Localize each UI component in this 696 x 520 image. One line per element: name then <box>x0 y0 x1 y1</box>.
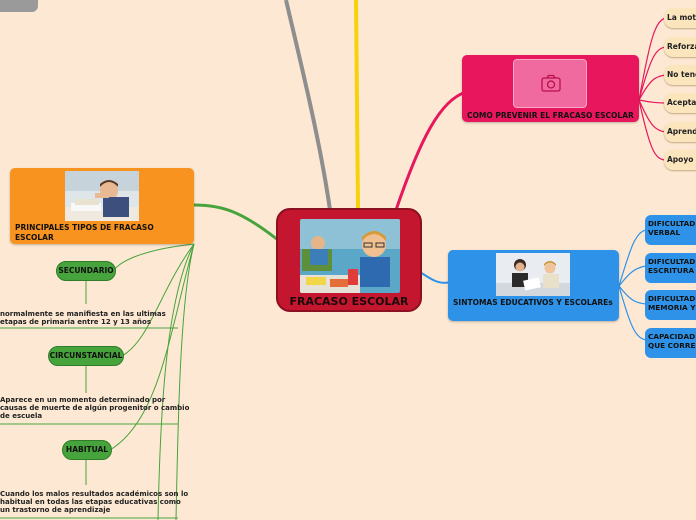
prevent-label: COMO PREVENIR EL FRACASO ESCOLAR <box>467 111 634 120</box>
tipos-label: PRINCIPALES TIPOS DE FRACASO ESCOLAR <box>15 223 154 242</box>
sintoma-line: MEMORIA Y <box>648 303 696 312</box>
desc-line: Aparece en un momento determinado por <box>0 396 166 404</box>
desc-line: Cuando los malos resultados académicos s… <box>0 490 189 498</box>
desc-line: un trastorno de aprendizaje <box>0 506 111 514</box>
child-reading-photo <box>300 219 400 293</box>
sub-underlines <box>0 280 178 519</box>
image-placeholder <box>513 59 587 108</box>
sintoma-line: CAPACIDAD <box>648 332 696 341</box>
habitual-desc: Cuando los malos resultados académicos s… <box>0 490 188 514</box>
prevent-item-connectors <box>638 17 667 161</box>
sintoma-line: QUE CORRES <box>648 341 696 350</box>
sintoma-item-1[interactable]: DIFICULTAD VERBAL <box>645 215 696 245</box>
gray-connector <box>284 0 332 211</box>
prevent-item-6[interactable]: Apoyo E <box>664 150 696 170</box>
tired-student-photo <box>65 171 139 221</box>
sintomas-item-connectors <box>618 229 647 341</box>
teacher-student-photo <box>496 253 570 296</box>
blue-connector <box>419 271 451 284</box>
desc-line: etapas de primaria entre 12 y 13 años <box>0 318 151 326</box>
central-title: FRACASO ESCOLAR <box>289 295 409 308</box>
sintoma-item-4[interactable]: CAPACIDAD QUE CORRES <box>645 328 696 358</box>
tipos-sub-connectors <box>109 243 195 520</box>
sub-habitual[interactable]: HABITUAL <box>62 440 112 460</box>
tipos-topic[interactable]: PRINCIPALES TIPOS DE FRACASO ESCOLAR <box>10 168 194 244</box>
pink-connector <box>394 90 467 211</box>
sintoma-line: DIFICULTAD <box>648 294 696 303</box>
prevent-item-3[interactable]: No tene <box>664 65 696 85</box>
central-topic[interactable]: FRACASO ESCOLAR <box>276 208 422 312</box>
prevent-item-4[interactable]: Aceptar <box>664 93 696 113</box>
camera-icon <box>541 74 561 92</box>
offscreen-node-tab[interactable] <box>0 0 38 12</box>
sub-circunstancial[interactable]: CIRCUNSTANCIAL <box>48 346 124 366</box>
prevent-item-1[interactable]: La motiv <box>664 8 696 28</box>
sintomas-label: SINTOMAS EDUCATIVOS Y ESCOLAREs <box>453 298 613 307</box>
yellow-connector <box>354 0 360 211</box>
sintoma-line: DIFICULTAD <box>648 257 696 266</box>
green-connector <box>193 203 279 242</box>
secundario-desc: normalmente se manifiesta en las ultimas… <box>0 310 166 326</box>
circunstancial-desc: Aparece en un momento determinado por ca… <box>0 396 189 420</box>
sintoma-line: VERBAL <box>648 228 681 237</box>
sintoma-item-3[interactable]: DIFICULTAD MEMORIA Y <box>645 290 696 320</box>
sintoma-item-2[interactable]: DIFICULTAD ESCRITURA <box>645 253 696 283</box>
sintomas-topic[interactable]: SINTOMAS EDUCATIVOS Y ESCOLAREs <box>448 250 619 321</box>
prevent-item-2[interactable]: Reforza <box>664 37 696 57</box>
sintoma-line: DIFICULTAD <box>648 219 696 228</box>
sub-secundario[interactable]: SECUNDARIO <box>56 261 116 281</box>
desc-line: normalmente se manifiesta en las ultimas <box>0 310 166 318</box>
desc-line: habitual en todas las etapas educativas … <box>0 498 181 506</box>
desc-line: causas de muerte de algún progenitor o c… <box>0 404 190 412</box>
prevent-topic[interactable]: COMO PREVENIR EL FRACASO ESCOLAR <box>462 55 639 122</box>
prevent-item-5[interactable]: Aprende <box>664 122 696 142</box>
desc-line: de escuela <box>0 412 43 420</box>
sintoma-line: ESCRITURA <box>648 266 695 275</box>
